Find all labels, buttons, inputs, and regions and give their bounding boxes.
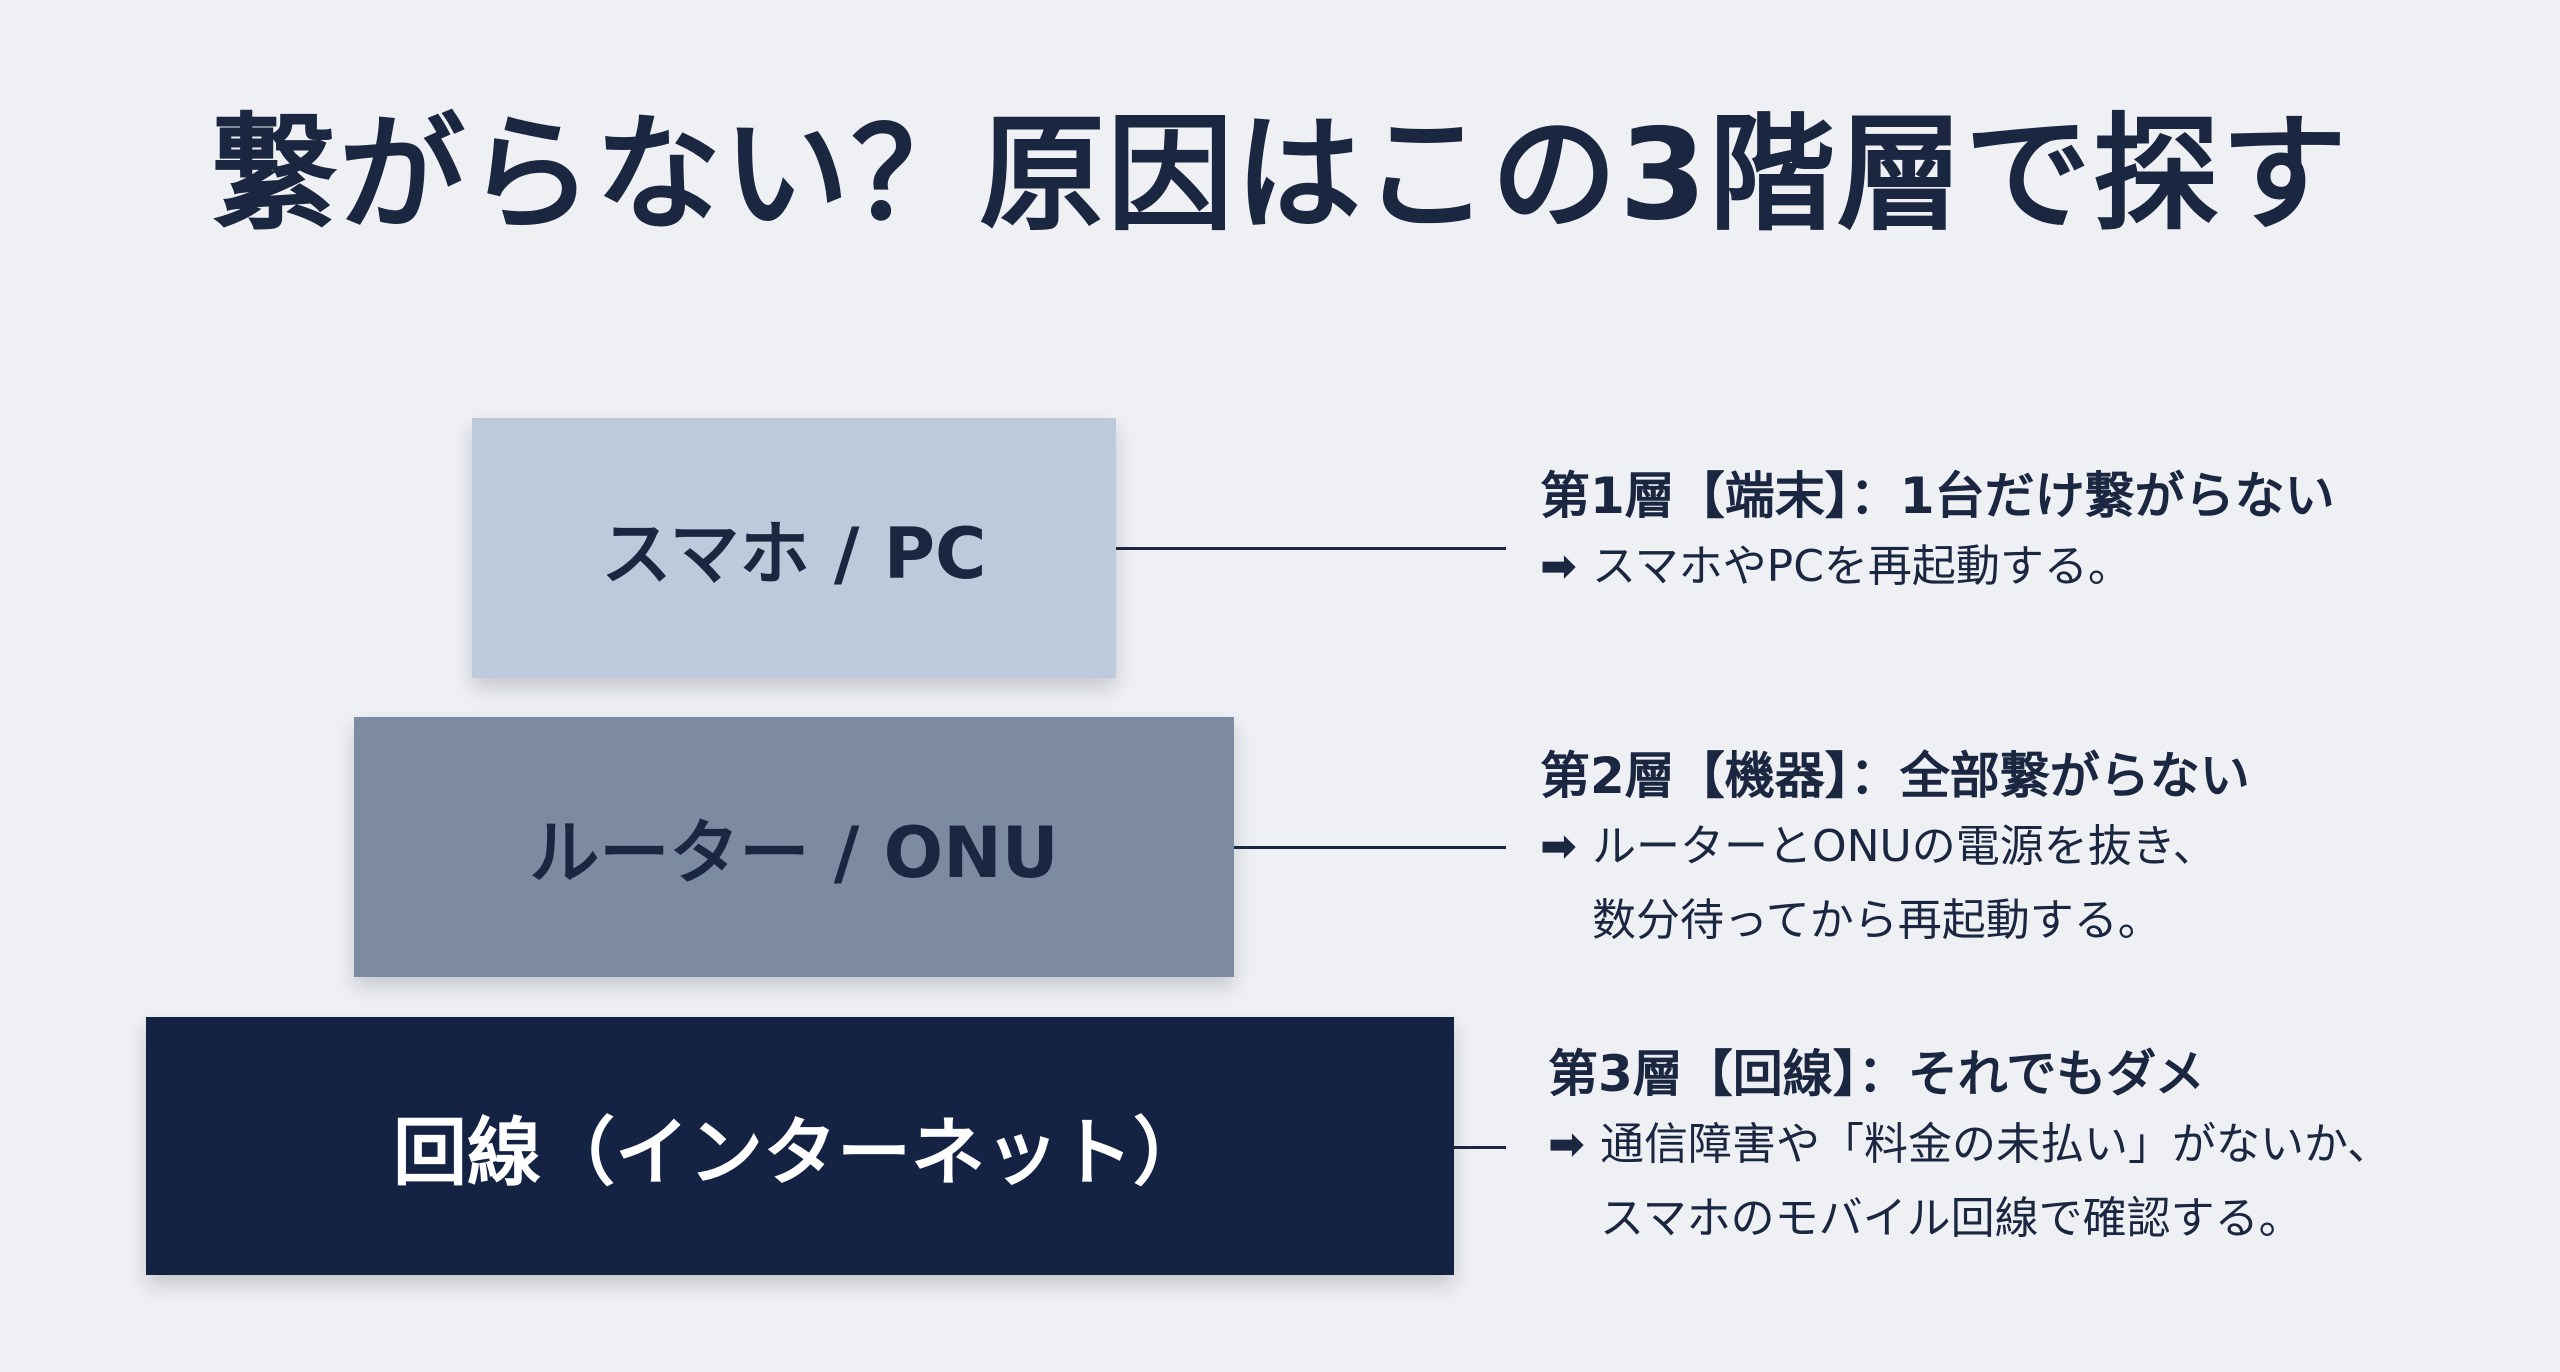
layer-description-device: 第1層【端末】：1台だけ繋がらない ➡スマホやPCを再起動する。 (1540, 462, 2335, 604)
layer-block-label: 回線（インターネット） (393, 1109, 1207, 1196)
layer-action-line: スマホのモバイル回線で確認する。 (1600, 1193, 2303, 1244)
connector-line (1116, 547, 1506, 550)
layer-block-label: スマホ / PC (601, 512, 987, 595)
layer-description-line: 第3層【回線】：それでもダメ ➡通信障害や「料金の未払い」がないか、 スマホのモ… (1548, 1040, 2391, 1256)
layer-action-line: ➡通信障害や「料金の未払い」がないか、 (1548, 1108, 2391, 1182)
connector-line (1454, 1146, 1506, 1149)
page-title: 繋がらない？原因はこの3階層で探す (211, 101, 2349, 248)
layer-description-equipment: 第2層【機器】：全部繋がらない ➡ルーターとONUの電源を抜き、 数分待ってから… (1540, 742, 2250, 958)
layer-block-label: ルーター / ONU (529, 811, 1059, 894)
layer-block-line: 回線（インターネット） (146, 1017, 1454, 1275)
connector-line (1234, 846, 1506, 849)
layer-action-line: ➡ルーターとONUの電源を抜き、 (1540, 810, 2250, 884)
layer-action-line: 数分待ってから再起動する。 (1592, 895, 2162, 946)
layer-block-equipment: ルーター / ONU (354, 717, 1234, 977)
layer-heading: 第2層【機器】：全部繋がらない (1540, 747, 2250, 805)
layer-action-line: ➡スマホやPCを再起動する。 (1540, 530, 2335, 604)
arrow-right-icon: ➡ (1540, 821, 1577, 872)
layer-heading: 第1層【端末】：1台だけ繋がらない (1540, 467, 2335, 525)
arrow-right-icon: ➡ (1548, 1119, 1585, 1170)
layer-heading: 第3層【回線】：それでもダメ (1548, 1045, 2205, 1103)
arrow-right-icon: ➡ (1540, 541, 1577, 592)
layer-block-device: スマホ / PC (472, 418, 1116, 678)
